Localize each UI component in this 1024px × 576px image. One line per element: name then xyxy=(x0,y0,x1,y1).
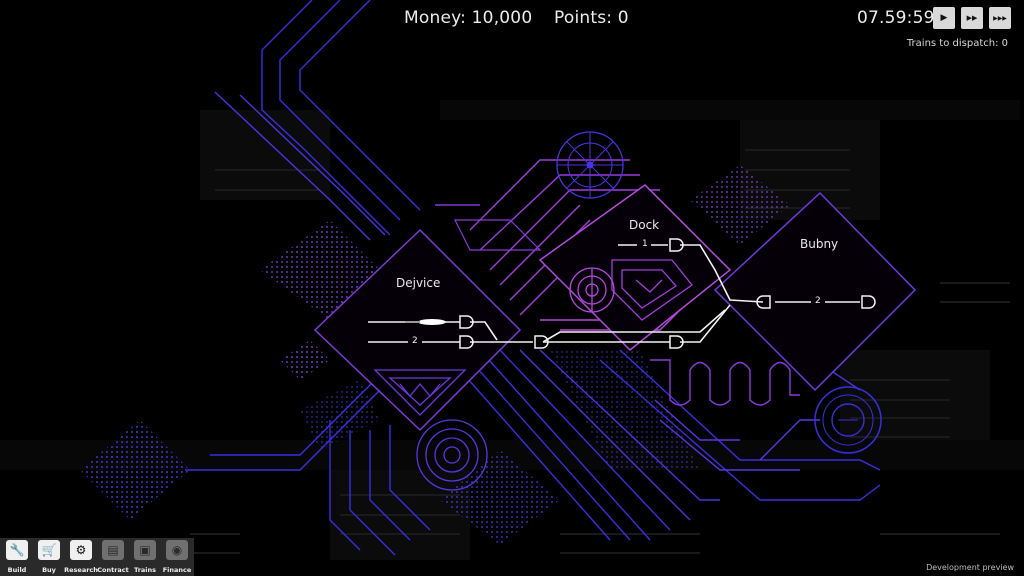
points-display: Points: 0 xyxy=(554,8,629,28)
contract-button[interactable]: ▤ Contract xyxy=(97,540,129,574)
finance-label: Finance xyxy=(162,566,192,574)
dock-zone[interactable] xyxy=(538,184,732,352)
finance-icon: ◉ xyxy=(166,540,188,560)
fastest-forward-button[interactable]: ▶▶▶ xyxy=(989,7,1011,29)
trains-to-dispatch: Trains to dispatch: 0 xyxy=(906,38,1008,49)
finance-button[interactable]: ◉ Finance xyxy=(162,540,192,574)
station-label-dock[interactable]: Dock xyxy=(629,218,660,232)
dejvice-emblem-icon xyxy=(373,369,467,416)
contract-icon: ▤ xyxy=(102,540,124,560)
station-label-dejvice[interactable]: Dejvice xyxy=(396,276,441,290)
track-number-dejvice-2: 2 xyxy=(412,336,418,346)
build-label: Build xyxy=(7,566,27,574)
concentric-emblem-icon xyxy=(416,419,488,491)
wavy-circuit xyxy=(650,359,800,406)
track-signals[interactable] xyxy=(459,238,876,349)
research-button[interactable]: ⚙ Research xyxy=(64,540,98,574)
station-label-bubny[interactable]: Bubny xyxy=(800,237,839,251)
contract-label: Contract xyxy=(97,566,129,574)
buy-label: Buy xyxy=(42,566,56,574)
train-icon[interactable] xyxy=(405,319,446,325)
dial-emblem-icon xyxy=(556,131,624,199)
development-preview-note: Development preview xyxy=(926,563,1014,572)
trains-label: Trains xyxy=(133,566,157,574)
target-emblem-icon xyxy=(814,386,882,454)
research-label: Research xyxy=(64,566,98,574)
money-display: Money: 10,000 xyxy=(404,8,533,28)
play-button[interactable]: ▶ xyxy=(933,7,955,29)
clock-display: 07.59:59 xyxy=(857,8,935,28)
fast-forward-button[interactable]: ▶▶ xyxy=(961,7,983,29)
dejvice-zone[interactable] xyxy=(313,228,522,432)
train-icon: ▣ xyxy=(134,540,156,560)
dock-emblem-icon xyxy=(611,259,693,321)
spiral-emblem-icon xyxy=(569,267,615,313)
bubny-zone[interactable] xyxy=(713,191,917,392)
build-button[interactable]: 🔧 Build xyxy=(2,540,32,574)
bottom-toolbar: 🔧 Build 🛒 Buy ⚙ Research ▤ Contract ▣ Tr… xyxy=(0,538,194,576)
track-number-labels xyxy=(408,240,825,347)
buy-button[interactable]: 🛒 Buy xyxy=(34,540,64,574)
wrench-icon: 🔧 xyxy=(6,540,28,560)
track-number-bubny-2: 2 xyxy=(815,296,821,306)
gears-icon: ⚙ xyxy=(70,540,92,560)
trains-button[interactable]: ▣ Trains xyxy=(130,540,160,574)
center-diamond xyxy=(454,219,542,251)
dot-texture-patches xyxy=(80,165,790,545)
cart-icon: 🛒 xyxy=(38,540,60,560)
track-number-dock-1: 1 xyxy=(642,239,648,249)
